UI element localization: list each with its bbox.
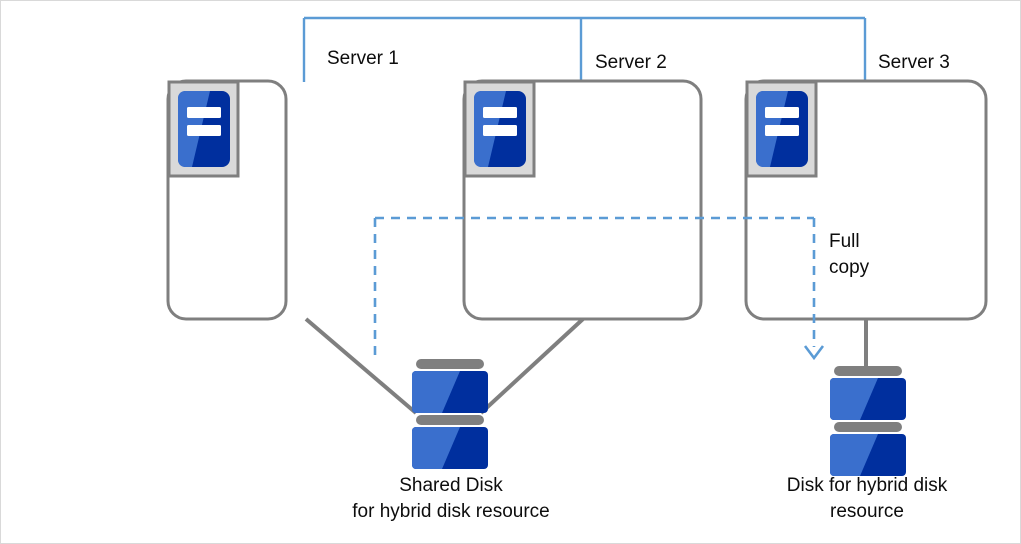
full-copy-note-line2: copy [829, 257, 870, 278]
disk-icon [830, 366, 906, 476]
disk-icon [412, 359, 488, 469]
shared-disk-caption-line2: for hybrid disk resource [352, 501, 549, 522]
full-copy-note-line1: Full [829, 231, 860, 252]
mirror-disk-caption-line1: Disk for hybrid disk [787, 475, 948, 496]
server-icon [745, 80, 818, 178]
connector-server2-shared-disk [479, 317, 585, 415]
server-label-2: Server 2 [595, 52, 667, 73]
server-icon [167, 80, 240, 178]
network-bracket [302, 16, 867, 82]
server-label-3: Server 3 [878, 52, 950, 73]
full-copy-path [373, 216, 825, 361]
server-icon [463, 80, 536, 178]
full-copy-arrowhead-icon [803, 345, 825, 361]
server-label-1: Server 1 [327, 48, 399, 69]
mirror-disk-caption-line2: resource [830, 501, 904, 522]
shared-disk-caption-line1: Shared Disk [399, 475, 503, 496]
connector-server1-shared-disk [304, 317, 418, 415]
